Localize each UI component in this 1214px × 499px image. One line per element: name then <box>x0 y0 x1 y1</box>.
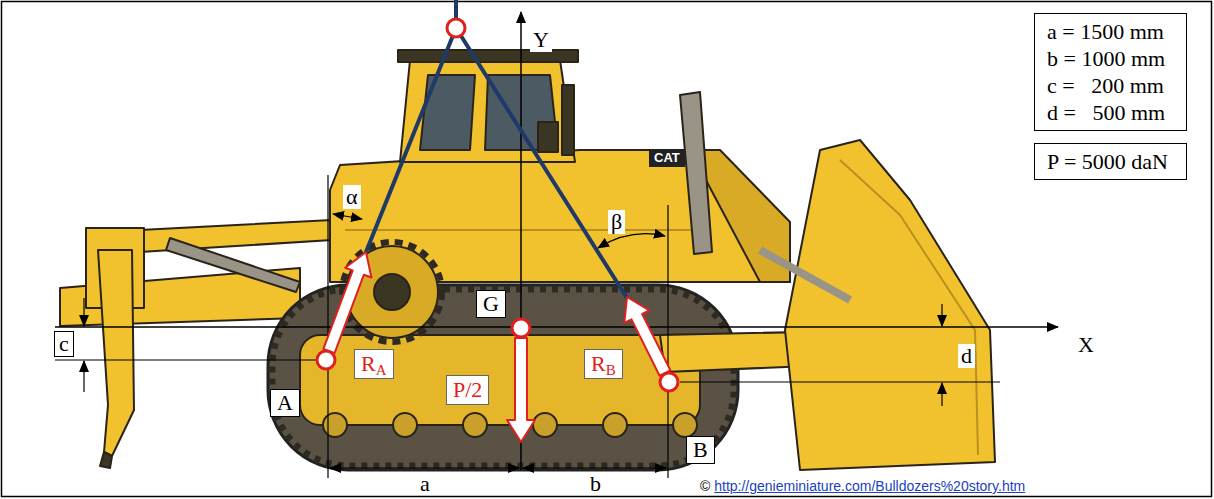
drawing-line <box>83 361 84 392</box>
force-label: RA <box>354 349 394 379</box>
drawing-line <box>456 28 627 298</box>
drawing-line <box>83 298 84 326</box>
drawing-circle <box>374 274 410 310</box>
drawing-polygon <box>680 92 712 254</box>
point-label-text: B <box>693 437 708 463</box>
drawing-polygon <box>166 238 300 292</box>
drawing-circle <box>393 413 417 437</box>
point-label: G <box>476 290 506 318</box>
dimension-lines <box>55 175 1000 478</box>
drawing-circle <box>603 413 627 437</box>
drawing-line <box>760 250 850 300</box>
force-arrows <box>323 252 670 442</box>
drawing-polygon <box>785 140 995 470</box>
point-label: A <box>270 389 300 417</box>
drawing-line <box>330 467 519 468</box>
load-box-text: P = 5000 daN <box>1047 148 1174 175</box>
force-arrow <box>624 297 670 376</box>
drawing-circle <box>660 373 678 391</box>
angle-label: α <box>343 185 361 209</box>
angle-label: β <box>608 210 625 234</box>
axis-label: X <box>1078 333 1094 357</box>
force-arrow <box>507 338 535 442</box>
drawing-line <box>523 467 666 468</box>
parameter-box: a = 1500 mmb = 1000 mmc = 200 mmd = 500 … <box>1034 13 1187 131</box>
parameter-box-text: d = 500 mm <box>1047 99 1174 126</box>
copyright-note: © http://genieminiature.com/Bulldozers%2… <box>700 478 1025 494</box>
dimension-label: b <box>590 472 601 496</box>
drawing-path <box>598 234 665 248</box>
sling-cables <box>366 0 627 298</box>
point-label: B <box>686 436 715 464</box>
point-label-text: A <box>277 390 293 416</box>
drawing-line <box>366 28 456 252</box>
drawing-rect <box>538 122 558 152</box>
drawing-polygon <box>420 75 475 150</box>
drawing-circle <box>317 351 335 369</box>
dimension-label: a <box>420 472 430 496</box>
decal-text: CAT <box>649 149 685 167</box>
axes <box>55 12 1058 470</box>
parameter-box-text: a = 1500 mm <box>1047 18 1174 45</box>
drawing-circle <box>447 19 465 37</box>
force-label: RB <box>584 349 623 379</box>
point-label-text: G <box>483 291 499 317</box>
dimension-label: c <box>54 331 74 357</box>
drawing-line <box>667 205 668 478</box>
drawing-polygon <box>100 452 112 468</box>
force-label: P/2 <box>446 375 489 405</box>
drawing-circle <box>463 413 487 437</box>
drawing-circle <box>673 413 697 437</box>
force-arrow <box>323 252 371 353</box>
drawing-circle <box>512 319 530 337</box>
force-label-text: RB <box>591 351 616 377</box>
bulldozer-drawing <box>60 50 995 470</box>
drawing-line <box>941 304 942 326</box>
dimension-label: d <box>958 344 975 368</box>
drawing-line <box>941 383 942 406</box>
drawing-line <box>333 214 362 219</box>
drawing-polyline <box>840 160 978 455</box>
parameter-box-text: c = 200 mm <box>1047 72 1174 99</box>
drawing-circle <box>323 413 347 437</box>
attachment-points <box>317 19 678 391</box>
drawing-line <box>345 229 700 231</box>
drawing-circle <box>533 413 557 437</box>
force-label-text: RA <box>361 351 387 377</box>
drawing-polygon <box>98 250 134 456</box>
parameter-box-text: b = 1000 mm <box>1047 45 1174 72</box>
drawing-rect <box>300 335 700 425</box>
drawing-line <box>327 175 328 478</box>
drawing-line <box>680 381 1000 382</box>
force-label-text: P/2 <box>453 377 482 403</box>
drawing-rect <box>562 85 574 155</box>
drawing-line <box>55 326 1058 328</box>
axis-label: Y <box>530 28 552 52</box>
drawing-line <box>55 359 318 360</box>
load-box: P = 5000 daN <box>1034 143 1187 180</box>
